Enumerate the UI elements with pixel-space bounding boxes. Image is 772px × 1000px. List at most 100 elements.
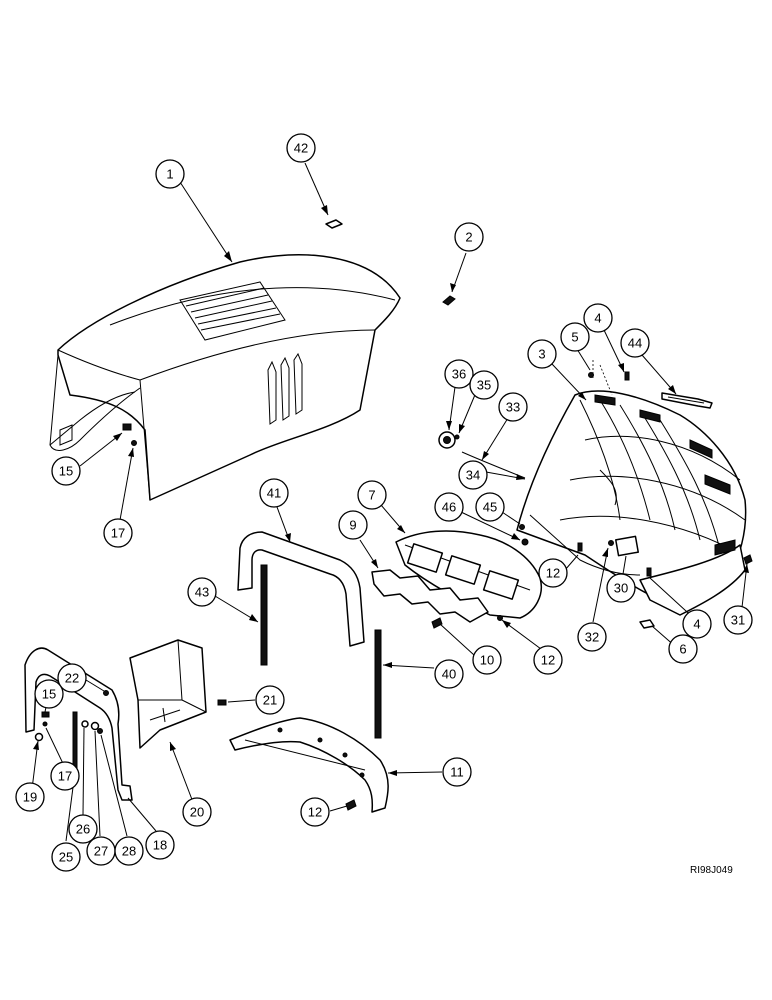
callout-circle bbox=[68, 814, 98, 844]
callout-circle bbox=[444, 359, 474, 389]
callout-circle bbox=[583, 303, 613, 333]
callout-label: 5 bbox=[571, 330, 578, 345]
callout-label: 45 bbox=[483, 500, 497, 515]
callout-40: 40 bbox=[434, 659, 464, 689]
callout-circle bbox=[300, 797, 330, 827]
callout-label: 9 bbox=[349, 518, 356, 533]
callout-circle bbox=[51, 842, 81, 872]
callout-17: 17 bbox=[103, 518, 133, 548]
callout-label: 7 bbox=[368, 488, 375, 503]
callout-15: 15 bbox=[51, 456, 81, 486]
callout-label: 30 bbox=[614, 581, 628, 596]
callout-circle bbox=[723, 605, 753, 635]
callout-circle bbox=[668, 634, 698, 664]
callout-circle bbox=[155, 159, 185, 189]
callout-42: 42 bbox=[286, 133, 316, 163]
callout-label: 28 bbox=[122, 844, 136, 859]
callout-22: 22 bbox=[57, 663, 87, 693]
callout-label: 6 bbox=[679, 642, 686, 657]
callout-circle bbox=[620, 328, 650, 358]
callout-circle bbox=[454, 222, 484, 252]
callout-9: 9 bbox=[338, 510, 368, 540]
callout-circle bbox=[145, 830, 175, 860]
callout-44: 44 bbox=[620, 328, 650, 358]
callout-label: 36 bbox=[452, 367, 466, 382]
callout-45: 45 bbox=[475, 492, 505, 522]
callout-circle bbox=[498, 392, 528, 422]
callout-label: 31 bbox=[731, 613, 745, 628]
callout-12: 12 bbox=[538, 558, 568, 588]
callout-circle bbox=[434, 659, 464, 689]
callout-circle bbox=[458, 460, 488, 490]
callout-label: 43 bbox=[195, 585, 209, 600]
callout-1: 1 bbox=[155, 159, 185, 189]
side-panel-part-20 bbox=[129, 639, 227, 749]
callout-10: 10 bbox=[472, 645, 502, 675]
callout-circle bbox=[182, 797, 212, 827]
grille-part-3 bbox=[516, 390, 747, 616]
side-frame-part-18 bbox=[24, 647, 133, 801]
callout-label: 34 bbox=[466, 468, 480, 483]
callout-35: 35 bbox=[469, 370, 499, 400]
callout-27: 27 bbox=[86, 836, 116, 866]
callout-circle bbox=[338, 510, 368, 540]
callout-label: 17 bbox=[111, 526, 125, 541]
callout-circle bbox=[34, 679, 64, 709]
callout-label: 1 bbox=[166, 167, 173, 182]
callout-circle bbox=[357, 480, 387, 510]
callout-5: 5 bbox=[560, 322, 590, 352]
callout-12: 12 bbox=[300, 797, 330, 827]
callout-circle bbox=[187, 577, 217, 607]
callout-circle bbox=[538, 558, 568, 588]
grille-strip-part-44 bbox=[661, 392, 713, 409]
callout-19: 19 bbox=[15, 782, 45, 812]
callout-circle bbox=[469, 370, 499, 400]
callout-label: 12 bbox=[541, 653, 555, 668]
callout-4: 4 bbox=[682, 609, 712, 639]
callout-label: 20 bbox=[190, 805, 204, 820]
front-tray-part-11 bbox=[229, 717, 389, 813]
callout-label: 40 bbox=[442, 667, 456, 682]
callout-3: 3 bbox=[527, 339, 557, 369]
hood-hardware bbox=[122, 219, 456, 446]
callout-label: 12 bbox=[308, 805, 322, 820]
callout-label: 25 bbox=[59, 850, 73, 865]
callout-circle bbox=[560, 322, 590, 352]
seal-strip-part-40 bbox=[374, 629, 382, 739]
callout-label: 46 bbox=[442, 500, 456, 515]
callout-label: 15 bbox=[42, 687, 56, 702]
callout-circle bbox=[51, 456, 81, 486]
callout-28: 28 bbox=[114, 836, 144, 866]
callout-circle bbox=[434, 492, 464, 522]
callout-circle bbox=[50, 761, 80, 791]
callout-circle bbox=[606, 573, 636, 603]
callout-30: 30 bbox=[606, 573, 636, 603]
center-fasteners bbox=[431, 617, 443, 629]
callout-label: 35 bbox=[477, 378, 491, 393]
callout-31: 31 bbox=[723, 605, 753, 635]
callout-circle bbox=[114, 836, 144, 866]
callout-label: 22 bbox=[65, 671, 79, 686]
callout-6: 6 bbox=[668, 634, 698, 664]
callout-circle bbox=[15, 782, 45, 812]
callout-circle bbox=[577, 622, 607, 652]
callout-circle bbox=[442, 757, 472, 787]
arch-part-41 bbox=[237, 531, 365, 647]
grille-hardware bbox=[519, 360, 753, 629]
callout-21: 21 bbox=[255, 685, 285, 715]
callout-label: 4 bbox=[693, 617, 700, 632]
callout-label: 12 bbox=[546, 566, 560, 581]
callout-circle bbox=[472, 645, 502, 675]
callout-label: 19 bbox=[23, 790, 37, 805]
callout-label: 32 bbox=[585, 630, 599, 645]
callout-20: 20 bbox=[182, 797, 212, 827]
callout-label: 27 bbox=[94, 844, 108, 859]
callout-label: 11 bbox=[450, 765, 464, 780]
headlight-panel-part-7 bbox=[395, 530, 542, 621]
callout-25: 25 bbox=[51, 842, 81, 872]
callout-32: 32 bbox=[577, 622, 607, 652]
callout-26: 26 bbox=[68, 814, 98, 844]
callout-label: 26 bbox=[76, 822, 90, 837]
